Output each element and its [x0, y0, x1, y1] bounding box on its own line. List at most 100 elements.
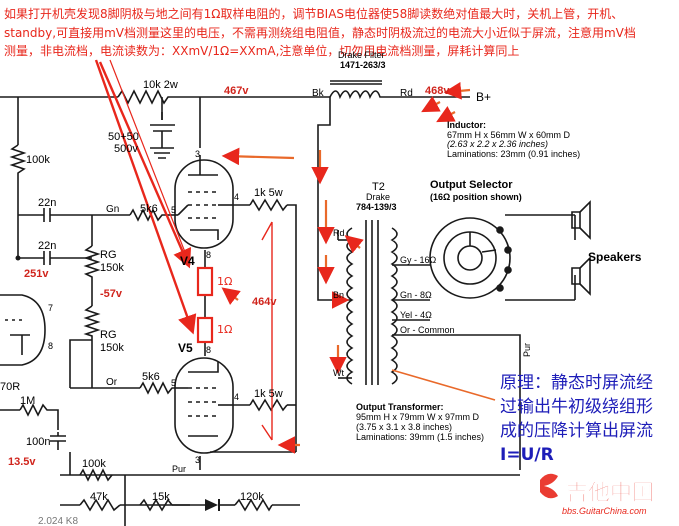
voltage-464v: 464v [252, 296, 277, 308]
note-line-2: standby,可直接用mV档测量这里的电压，不需再测绕组电阻值，静态时阴极流过… [4, 25, 636, 40]
resistor-10k-2w [117, 89, 200, 105]
resistor-1k5w-a [249, 198, 288, 212]
tube-preamp-partial [0, 294, 46, 366]
label-100n: 100n [26, 436, 50, 448]
label-rd-top: Rd [400, 88, 413, 99]
resistor-100k-left [9, 144, 27, 175]
principle-line-3: 成的压降计算出屏流 [500, 421, 653, 441]
label-or: Or [106, 377, 118, 388]
voltage-467v: 467v [224, 85, 249, 97]
label-or-common: Or - Common [400, 325, 455, 335]
label-gn: Gn [106, 204, 119, 215]
inductor-line-3: Laminations: 23mm (0.91 inches) [447, 149, 580, 159]
resistor-5k6-a [129, 208, 165, 222]
watermark-logo: 吉他中国 bbs.GuitarChina.com [540, 473, 654, 516]
label-5k6-b: 5k6 [142, 371, 160, 383]
choke-name: Drake Filter [338, 50, 385, 60]
pin-4b: 4 [234, 392, 239, 402]
pin-8a: 8 [206, 250, 211, 260]
label-pur-vertical: Pur [522, 343, 532, 357]
label-rg-b-val: 150k [100, 342, 124, 354]
label-yel4: Yel - 4Ω [400, 310, 432, 320]
label-cap-5050a: 50+50 [108, 131, 139, 143]
label-bplus: B+ [476, 90, 491, 104]
principle-line-2: 过输出牛初级绕组形 [500, 397, 653, 417]
voltage-251v: 251v [24, 268, 49, 280]
label-t2-wt: Wt [333, 368, 344, 378]
pin-7: 7 [48, 303, 53, 313]
one-ohm-resistor-b [196, 316, 214, 344]
label-rg-b: RG [100, 329, 117, 341]
voltage-13-5v: 13.5v [8, 456, 36, 468]
principle-line-1: 原理：静态时屏流经 [500, 373, 653, 393]
label-t2-brand: Drake [366, 192, 390, 202]
diode [205, 499, 220, 511]
voltage-neg57v: -57v [100, 288, 123, 300]
resistor-47k [79, 498, 121, 512]
current-flow-arrows [221, 82, 496, 454]
label-v4: V4 [180, 254, 195, 268]
annotation-pointer-arrows [94, 59, 197, 335]
inductor-line-1: 67mm H x 56mm W x 60mm D [447, 130, 571, 140]
ot-title: Output Transformer: [356, 402, 444, 412]
svg-text:吉他中国: 吉他中国 [566, 480, 654, 506]
pin-5a: 5 [171, 205, 176, 215]
label-5k6-a: 5k6 [140, 203, 158, 215]
principle-line-4: I=U/R [500, 445, 554, 465]
inductor-title: Inductor: [447, 120, 486, 130]
pin-3b: 3 [195, 455, 200, 465]
resistor-15k [139, 498, 173, 512]
resistor-rg-b [83, 305, 101, 340]
filter-choke [329, 80, 382, 100]
pin-3a: 3 [195, 149, 200, 159]
label-10k-2w: 10k 2w [143, 79, 178, 91]
label-70r: 70R [0, 381, 20, 393]
one-ohm-resistors [196, 266, 214, 344]
pin-4a: 4 [234, 192, 239, 202]
resistor-100k-b [79, 468, 113, 482]
label-22n-a: 22n [38, 197, 56, 209]
pin-8b: 8 [206, 345, 211, 355]
note-line-1: 如果打开机壳发现8脚阴极与地之间有1Ω取样电阻的，调节BIAS电位器使58脚读数… [4, 6, 623, 21]
label-120k: 120k [240, 491, 264, 503]
resistors [9, 89, 288, 512]
label-100k-left: 100k [26, 154, 50, 166]
selector-subtitle: (16Ω position shown) [430, 192, 522, 202]
label-1ohm-b: 1Ω [217, 323, 232, 336]
ot-line-1: 95mm H x 79mm W x 97mm D [356, 412, 480, 422]
ot-line-2: (3.75 x 3.1 x 3.8 inches) [356, 422, 452, 432]
label-22n-b: 22n [38, 240, 56, 252]
label-1k5w-a: 1k 5w [254, 187, 283, 199]
label-t2-part: 784-139/3 [356, 202, 397, 212]
label-gn8: Gn - 8Ω [400, 290, 432, 300]
output-selector-switch[interactable] [429, 217, 512, 299]
resistor-5k6-b [139, 381, 175, 395]
svg-text:bbs.GuitarChina.com: bbs.GuitarChina.com [562, 506, 647, 516]
speaker-symbols [571, 200, 591, 296]
label-100k-b: 100k [82, 458, 106, 470]
selector-title: Output Selector [430, 179, 513, 191]
label-t2-bn: Bn [333, 290, 344, 300]
tube-v4 [174, 159, 234, 249]
tube-v5 [174, 357, 234, 454]
label-rg-a-val: 150k [100, 262, 124, 274]
resistor-1k5w-b [249, 398, 288, 412]
label-rg-a: RG [100, 249, 117, 261]
one-ohm-resistor-a [196, 266, 214, 297]
label-15k: 15k [152, 491, 170, 503]
label-speakers: Speakers [588, 250, 642, 264]
ot-line-3: Laminations: 39mm (1.5 inches) [356, 432, 484, 442]
note-line-3: 测量，非电流档，电流读数为：XXmV/1Ω=XXmA,注意单位，切勿用电流档测量… [4, 43, 519, 58]
voltage-bracket [261, 221, 273, 441]
label-cap-5050b: 500v [114, 143, 138, 155]
voltage-468v: 468v [425, 85, 450, 97]
label-pur-horizontal: Pur [172, 464, 186, 474]
label-47k: 47k [90, 491, 108, 503]
bottom-cut-text: 2.024 K8 [38, 516, 78, 526]
label-t2: T2 [372, 181, 385, 193]
resistor-120k [234, 498, 273, 512]
resistor-rg-a [83, 245, 101, 281]
resistor-1m [19, 403, 50, 417]
